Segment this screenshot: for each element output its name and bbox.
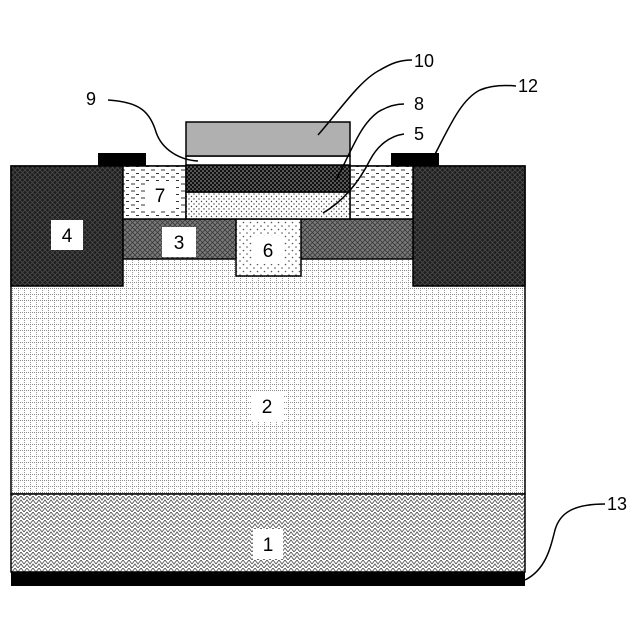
callout-label-8: 8	[414, 94, 424, 114]
region-5-layer	[186, 192, 350, 219]
callout-label-5: 5	[414, 124, 424, 144]
region-label-1: 1	[263, 535, 274, 556]
region-label-7: 7	[155, 186, 166, 207]
callout-label-13: 13	[607, 494, 627, 514]
leader-line-13	[525, 504, 605, 580]
leader-line-9	[108, 100, 198, 161]
callout-label-12: 12	[518, 76, 538, 96]
region-8-layer	[186, 165, 350, 192]
region-label-4: 4	[62, 226, 73, 247]
region-label-3: 3	[174, 233, 185, 254]
region-7-right	[350, 166, 413, 219]
region-label-2: 2	[262, 397, 273, 418]
back-contact-13	[11, 572, 525, 586]
top-contact-left	[98, 153, 146, 166]
callout-label-10: 10	[414, 51, 434, 71]
region-4-right	[413, 166, 525, 286]
region-9-strip	[186, 156, 350, 165]
callout-label-9: 9	[86, 89, 96, 109]
region-label-6: 6	[263, 241, 274, 262]
leader-line-12	[432, 85, 516, 160]
